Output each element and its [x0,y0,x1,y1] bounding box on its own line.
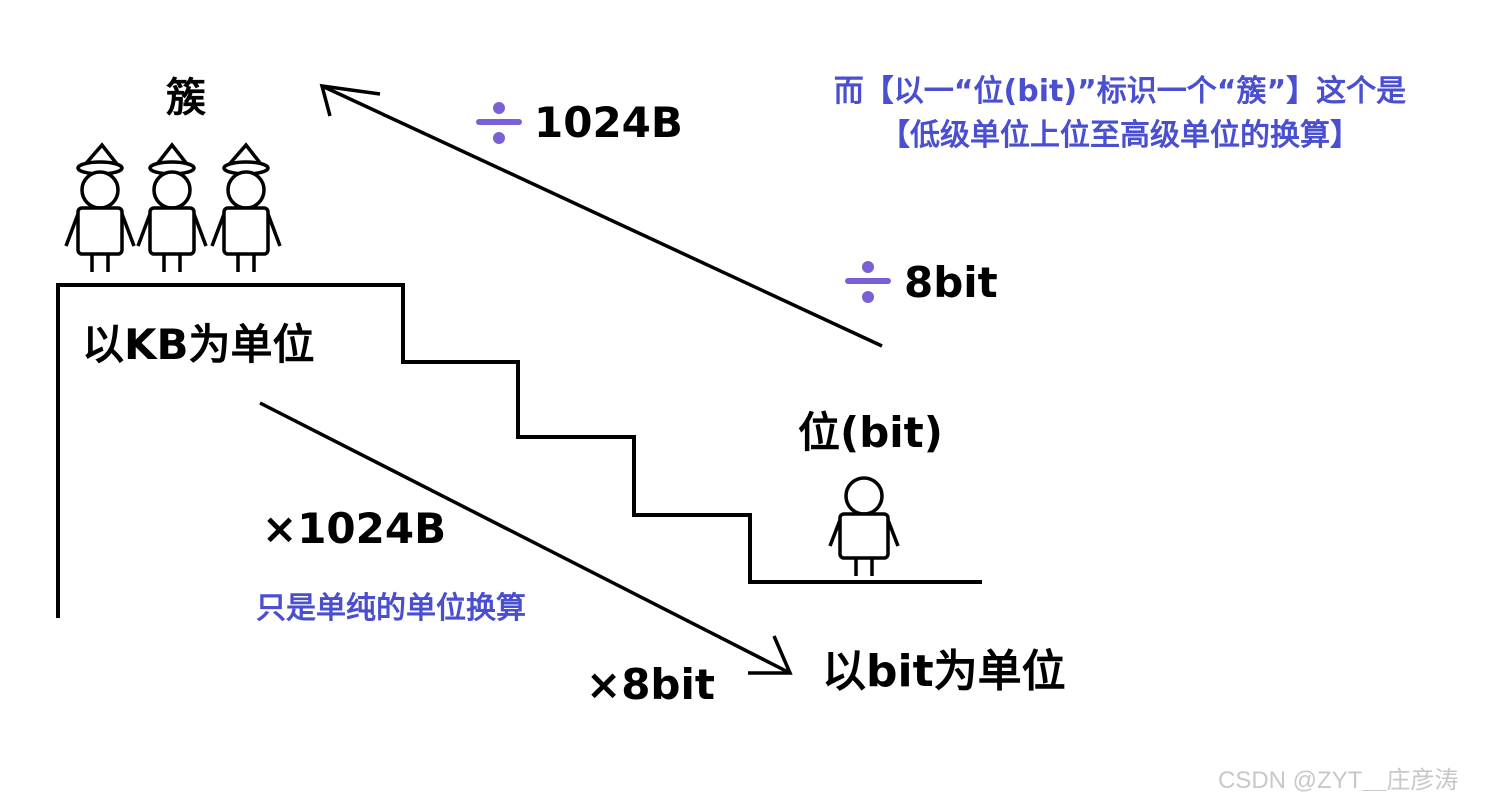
divide-icon [476,102,522,144]
staircase [56,283,982,618]
watermark: CSDN @ZYT＿庄彦涛 [1218,767,1459,794]
conversion-note: 而【以一“位(bit)”标识一个“簇”】这个是 【低级单位上位至高级单位的换算】 [760,70,1480,157]
person-icon [136,142,208,272]
kb-unit-label: 以KB为单位 [82,320,315,369]
multiply-1024-label: ×1024B [262,504,447,553]
person-icon [210,142,282,272]
cluster-label: 簇 [166,75,206,121]
down-arrow [259,401,793,675]
bit-label: 位(bit) [798,408,943,457]
divide-8-label: 8bit [904,258,998,307]
divide-1024-label: 1024B [534,98,683,147]
divide-icon [845,261,891,303]
simple-conversion-note: 只是单纯的单位换算 [256,591,526,626]
conversion-note-line2: 【低级单位上位至高级单位的换算】 [880,117,1360,153]
person-icon [64,142,136,272]
bit-person-icon [828,476,900,576]
cluster-people [64,142,282,272]
multiply-8-label: ×8bit [586,660,715,709]
bit-unit-label: 以bit为单位 [822,646,1066,697]
conversion-note-line1: 而【以一“位(bit)”标识一个“簇”】这个是 [833,74,1407,109]
up-arrow [319,83,883,348]
